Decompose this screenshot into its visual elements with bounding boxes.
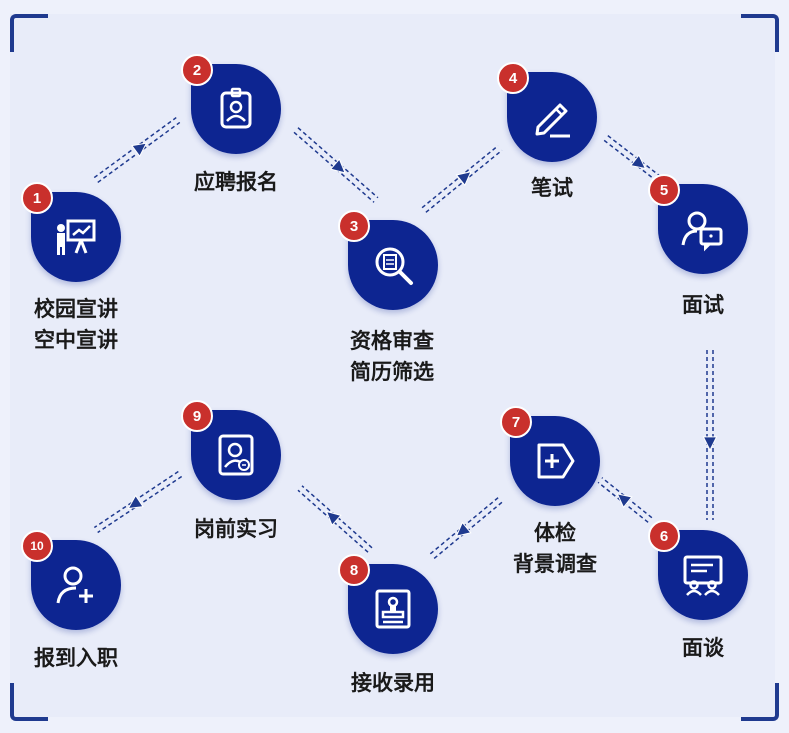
arrow-6-to-7 [597, 477, 653, 523]
add-user-icon [56, 566, 93, 604]
step-1: 1 [21, 182, 121, 282]
arrow-5-to-6-head [702, 436, 718, 452]
step-3-badge: 3 [338, 210, 370, 242]
step-6-badge: 6 [648, 520, 680, 552]
step-6-label-line-1: 面谈 [682, 636, 724, 660]
step-10-badge: 10 [21, 530, 53, 562]
step-3: 3 [338, 210, 438, 310]
medical-tag-icon [537, 443, 575, 479]
frame-corner-bottom-right [741, 683, 779, 721]
arrow-9-to-10 [93, 470, 183, 534]
interview-chat-icon [681, 211, 723, 252]
presentation-icon [57, 219, 96, 255]
step-2: 2 [181, 54, 281, 154]
arrow-1-to-2 [93, 116, 181, 184]
step-5-label-line-1: 面试 [682, 293, 724, 317]
document-search-icon [375, 247, 413, 285]
step-5: 5 [648, 174, 748, 274]
step-8-badge: 8 [338, 554, 370, 586]
step-3-label-line-1: 资格审查 [350, 329, 434, 353]
pen-icon [535, 103, 570, 138]
arrow-9-to-10-head [127, 494, 144, 510]
step-1-badge: 1 [21, 182, 53, 214]
step-9-badge: 9 [181, 400, 213, 432]
id-badge-icon [220, 87, 252, 129]
arrow-6-to-7-head [616, 493, 633, 509]
step-9: 9 [181, 400, 281, 500]
step-7-label-line-2: 背景调查 [513, 552, 597, 576]
step-1-label: 校园宣讲 空中宣讲 [0, 294, 156, 356]
step-5-badge: 5 [648, 174, 680, 206]
step-9-label-line-1: 岗前实习 [194, 517, 278, 541]
step-9-label: 岗前实习 [156, 514, 316, 545]
step-10: 10 [21, 530, 121, 630]
step-3-label: 资格审查 简历筛选 [312, 326, 472, 388]
arrow-2-to-3-head [329, 158, 346, 174]
arrow-7-to-8 [427, 497, 503, 561]
arrow-8-to-9 [297, 485, 373, 553]
arrow-7-to-8-head [455, 521, 472, 537]
step-10-label: 报到入职 [0, 643, 156, 674]
step-7-badge: 7 [500, 406, 532, 438]
frame-corner-top-left [10, 14, 48, 52]
meeting-board-icon [683, 555, 723, 596]
frame-corner-top-right [741, 14, 779, 52]
step-4-label-line-1: 笔试 [531, 176, 573, 200]
trainee-card-icon [218, 434, 254, 476]
arrow-8-to-9-head [325, 510, 342, 527]
step-8: 8 [338, 554, 438, 654]
arrow-4-to-5-head [629, 154, 647, 170]
step-8-label-line-1: 接收录用 [351, 671, 435, 695]
step-4: 4 [497, 62, 597, 162]
step-2-badge: 2 [181, 54, 213, 86]
arrow-1-to-2-head [130, 142, 148, 158]
step-1-label-line-2: 空中宣讲 [34, 328, 118, 352]
frame-corner-bottom-left [10, 683, 48, 721]
arrow-5-to-6 [702, 350, 718, 520]
step-1-label-line-1: 校园宣讲 [34, 297, 118, 321]
step-6-label: 面谈 [623, 633, 783, 664]
step-7-label-line-1: 体检 [534, 521, 576, 545]
step-10-label-line-1: 报到入职 [34, 646, 118, 670]
step-2-label-line-1: 应聘报名 [194, 170, 278, 194]
step-7: 7 [500, 406, 600, 506]
step-5-label: 面试 [623, 290, 783, 321]
step-7-label: 体检 背景调查 [475, 518, 635, 580]
step-6: 6 [648, 520, 748, 620]
step-3-label-line-2: 简历筛选 [350, 360, 434, 384]
step-4-badge: 4 [497, 62, 529, 94]
step-2-label: 应聘报名 [156, 167, 316, 198]
arrow-3-to-4-head [455, 171, 472, 187]
step-8-label: 接收录用 [313, 668, 473, 699]
arrow-2-to-3 [293, 127, 379, 203]
step-4-label: 笔试 [472, 173, 632, 204]
arrow-3-to-4 [421, 145, 503, 213]
stamp-document-icon [375, 589, 411, 629]
